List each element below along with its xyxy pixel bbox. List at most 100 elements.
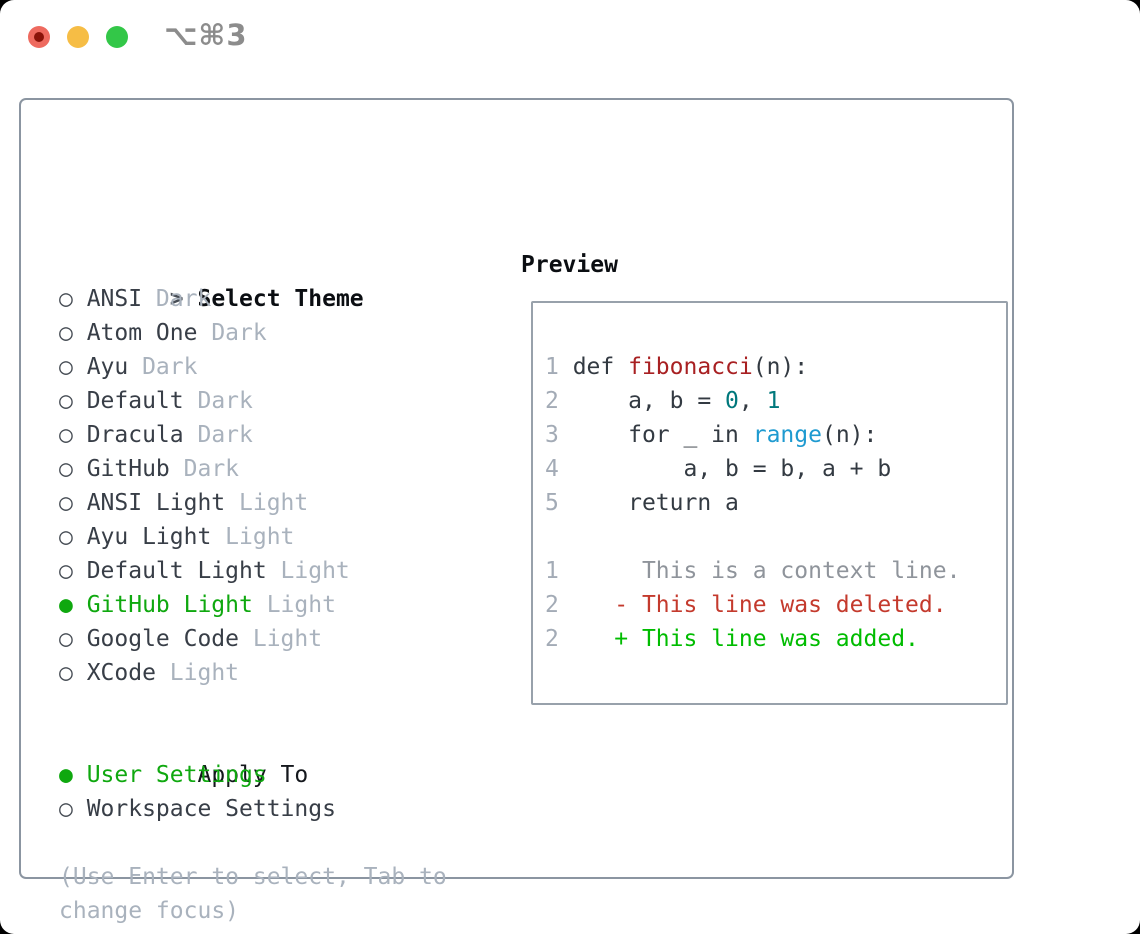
- theme-option[interactable]: ○ ANSI Light Light: [59, 486, 499, 520]
- line-number: 2: [545, 388, 559, 414]
- theme-variant-tag: Dark: [142, 354, 198, 380]
- apply-option[interactable]: ○Workspace Settings: [59, 792, 499, 826]
- prompt-caret-icon: >: [169, 286, 184, 312]
- theme-label: Ayu Light: [86, 524, 212, 550]
- code-line: [545, 520, 960, 554]
- theme-label: Dracula: [86, 422, 184, 448]
- code-line: 2 + This line was added.: [545, 622, 960, 656]
- radio-selected-icon: ●: [59, 592, 73, 618]
- select-theme-header: > Select Theme: [59, 248, 499, 312]
- theme-label: Ayu: [86, 354, 129, 380]
- theme-option[interactable]: ○ Default Light Light: [59, 554, 499, 588]
- theme-option[interactable]: ○ Ayu Dark: [59, 350, 499, 384]
- radio-unselected-icon: ○: [59, 490, 73, 516]
- radio-unselected-icon: ○: [59, 626, 73, 652]
- radio-unselected-icon: ○: [59, 456, 73, 482]
- code-segment-plain: (n):: [752, 354, 809, 380]
- theme-option[interactable]: ○ Google Code Light: [59, 622, 499, 656]
- line-number: 2: [545, 592, 559, 618]
- theme-variant-tag: Light: [252, 626, 323, 652]
- theme-label: GitHub Light: [86, 592, 253, 618]
- radio-unselected-icon: ○: [59, 388, 73, 414]
- code-segment-plain: a, b = b, a + b: [558, 456, 892, 482]
- code-line: 5 return a: [545, 486, 960, 520]
- code-segment-ctx: This is a context line.: [558, 558, 961, 584]
- code-segment-plain: [559, 592, 614, 618]
- code-line: 1 def fibonacci(n):: [545, 350, 960, 384]
- theme-option[interactable]: ● GitHub Light Light: [59, 588, 499, 622]
- theme-variant-tag: Light: [239, 490, 309, 516]
- radio-unselected-icon: ○: [59, 422, 73, 448]
- hint-text: (Use Enter to select, Tab to change focu…: [59, 864, 447, 924]
- code-segment-num: 1: [766, 388, 781, 414]
- close-button[interactable]: [28, 26, 50, 48]
- radio-unselected-icon: ○: [59, 286, 73, 312]
- apply-to-header-label: Apply To: [197, 762, 309, 788]
- theme-label: ANSI: [86, 286, 143, 312]
- radio-unselected-icon: ○: [59, 320, 73, 346]
- theme-option[interactable]: ○ Default Dark: [59, 384, 499, 418]
- select-theme-header-label: Select Theme: [197, 286, 364, 312]
- theme-variant-tag: Light: [169, 660, 240, 686]
- radio-unselected-icon: ○: [59, 354, 73, 380]
- theme-label: Default Light: [86, 558, 267, 584]
- code-segment-plain: return a: [558, 490, 739, 516]
- minimize-button[interactable]: [67, 26, 89, 48]
- theme-label: GitHub: [86, 456, 170, 482]
- window-title: ⌥⌘3: [164, 18, 248, 52]
- apply-option-label: User Settings: [86, 762, 267, 788]
- radio-unselected-icon: ○: [59, 660, 73, 686]
- line-number: 4: [545, 456, 559, 482]
- theme-variant-tag: Dark: [155, 286, 212, 312]
- theme-option[interactable]: ○ ANSI Dark: [59, 282, 499, 316]
- theme-label: ANSI Light: [86, 490, 226, 516]
- theme-variant-tag: Dark: [197, 422, 253, 448]
- theme-label: Default: [86, 388, 184, 414]
- code-segment-plain: a, b =: [558, 388, 726, 414]
- theme-variant-tag: Light: [280, 558, 350, 584]
- close-dot-icon: [34, 32, 44, 42]
- line-number: 5: [545, 490, 559, 516]
- zoom-button[interactable]: [106, 26, 128, 48]
- code-segment-plain: for _ in: [558, 422, 753, 448]
- code-segment-plain: (n):: [821, 422, 878, 448]
- code-segment-func: fibonacci: [628, 354, 753, 380]
- radio-unselected-icon: ○: [59, 524, 73, 550]
- theme-option[interactable]: ○ Dracula Dark: [59, 418, 499, 452]
- line-number: 3: [545, 422, 559, 448]
- apply-to-options-list: ● User Settings ○Workspace Settings: [59, 758, 499, 826]
- theme-variant-tag: Dark: [197, 388, 253, 414]
- apply-option[interactable]: ● User Settings: [59, 758, 499, 792]
- radio-selected-icon: ●: [59, 762, 73, 788]
- theme-variant-tag: Dark: [211, 320, 267, 346]
- radio-unselected-icon: ○: [59, 558, 73, 584]
- code-segment-plain: def: [558, 354, 629, 380]
- code-line: 3 for _ in range(n):: [545, 418, 960, 452]
- line-number: 2: [545, 626, 559, 652]
- code-segment-plain: [559, 626, 614, 652]
- theme-variant-tag: Light: [266, 592, 336, 618]
- theme-option[interactable]: ○ Ayu Light Light: [59, 520, 499, 554]
- code-segment-del: - This line was deleted.: [614, 592, 947, 618]
- theme-option[interactable]: ○ XCode Light: [59, 656, 499, 690]
- theme-label: XCode: [86, 660, 156, 686]
- code-segment-num: 0: [725, 388, 739, 414]
- apply-to-header: Apply To: [59, 724, 499, 788]
- code-line: 2 a, b = 0, 1: [545, 384, 960, 418]
- radio-unselected-icon: ○: [59, 796, 73, 822]
- code-segment-plain: ,: [738, 388, 767, 414]
- code-segment-builtin: range: [752, 422, 822, 448]
- code-line: 2 - This line was deleted.: [545, 588, 960, 622]
- line-number: 1: [545, 558, 559, 584]
- theme-variant-tag: Light: [225, 524, 295, 550]
- theme-label: Google Code: [86, 626, 240, 652]
- code-line: 4 a, b = b, a + b: [545, 452, 960, 486]
- code-segment-add: + This line was added.: [614, 626, 919, 652]
